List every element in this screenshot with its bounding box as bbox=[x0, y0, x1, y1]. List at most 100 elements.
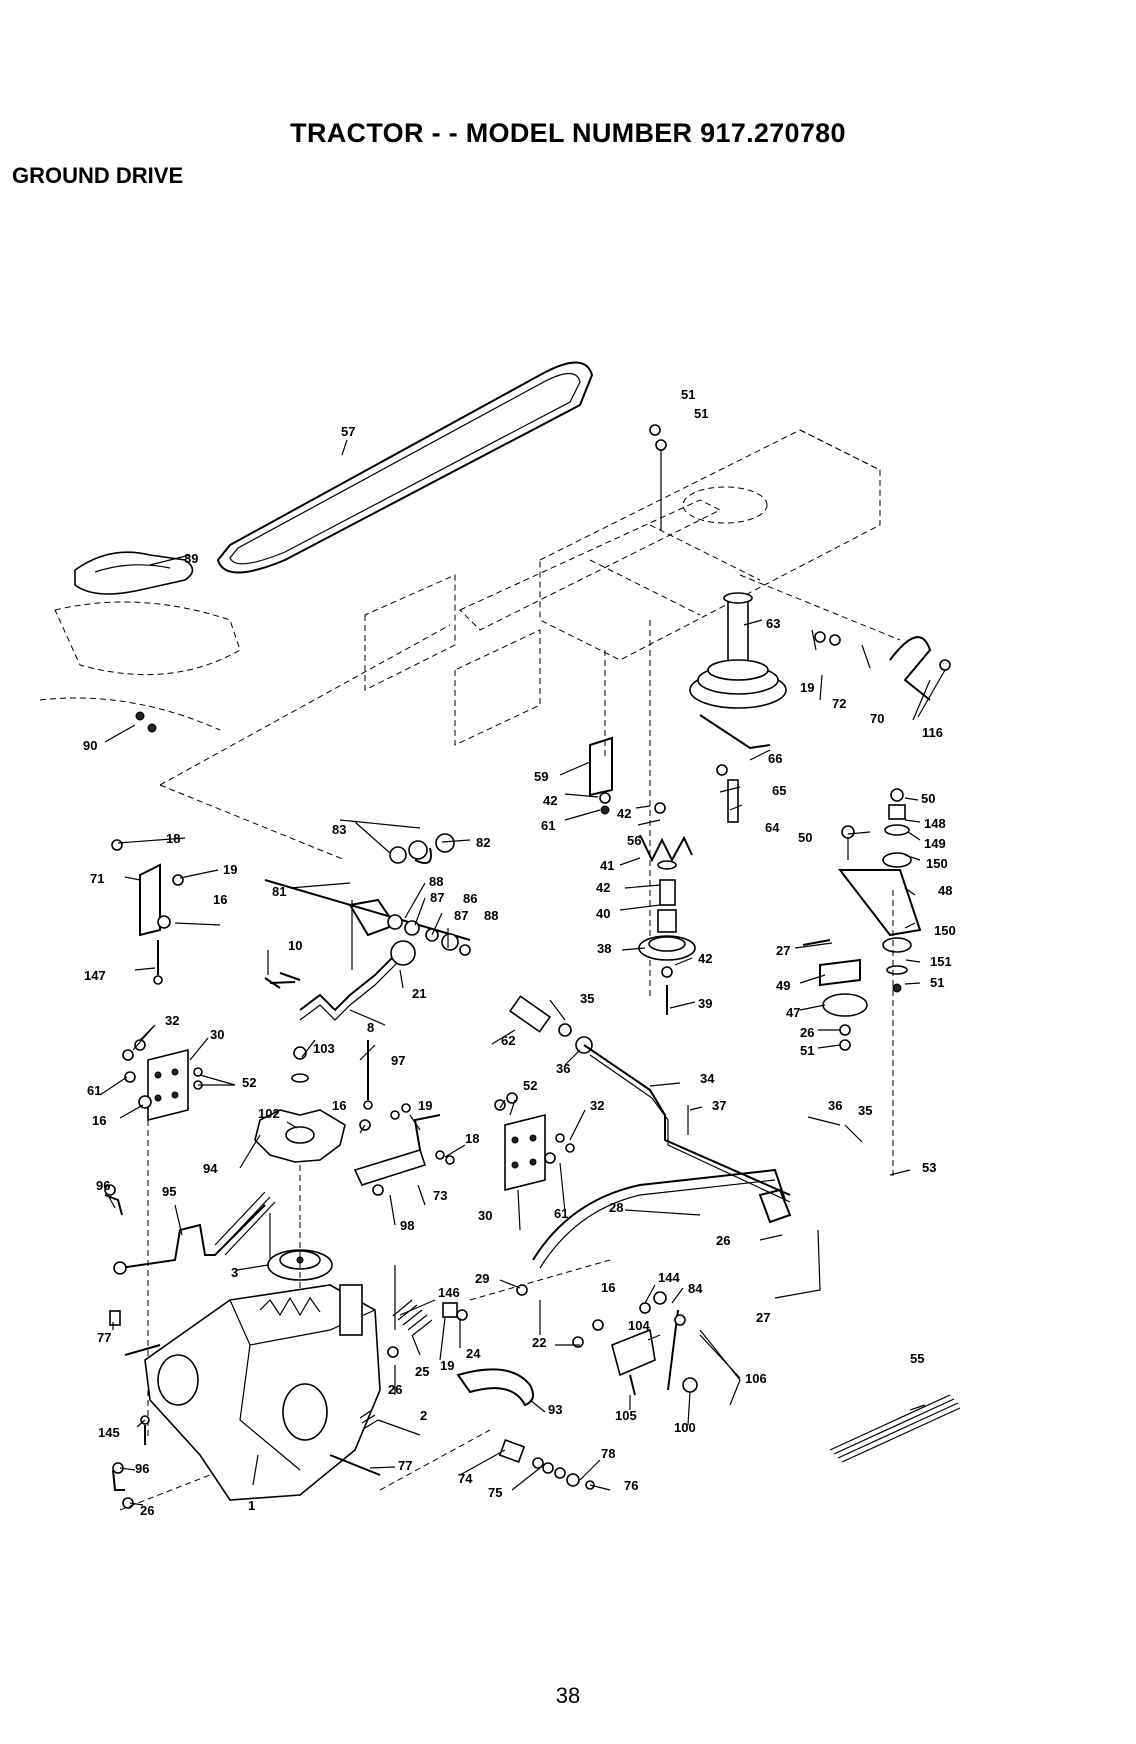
callout-86: 86 bbox=[463, 891, 477, 906]
tractor-frame bbox=[159, 429, 901, 861]
callout-36: 36 bbox=[828, 1098, 842, 1113]
callout-35: 35 bbox=[580, 991, 594, 1006]
callout-39: 39 bbox=[698, 996, 712, 1011]
callout-88: 88 bbox=[429, 874, 443, 889]
left-brake-bracket bbox=[111, 839, 184, 985]
callout-96: 96 bbox=[96, 1178, 110, 1193]
callout-19: 19 bbox=[800, 680, 814, 695]
callout-1: 1 bbox=[248, 1498, 255, 1513]
callout-38: 38 bbox=[597, 941, 611, 956]
callout-96: 96 bbox=[135, 1461, 149, 1476]
callout-98: 98 bbox=[400, 1218, 414, 1233]
callout-50: 50 bbox=[921, 791, 935, 806]
page-number: 38 bbox=[555, 1683, 581, 1708]
right-mount-plate bbox=[494, 1092, 575, 1192]
callout-97: 97 bbox=[391, 1053, 405, 1068]
callout-148: 148 bbox=[924, 816, 946, 831]
callout-87: 87 bbox=[454, 908, 468, 923]
callout-105: 105 bbox=[615, 1408, 637, 1423]
callout-81: 81 bbox=[272, 884, 286, 899]
callout-30: 30 bbox=[210, 1027, 224, 1042]
callout-2: 2 bbox=[420, 1408, 427, 1423]
engine-pulley-assembly bbox=[604, 424, 787, 1000]
return-spring bbox=[829, 1394, 961, 1463]
callout-77: 77 bbox=[97, 1330, 111, 1345]
callout-147: 147 bbox=[84, 968, 106, 983]
callout-18: 18 bbox=[465, 1131, 479, 1146]
callout-19: 19 bbox=[418, 1098, 432, 1113]
callout-26: 26 bbox=[800, 1025, 814, 1040]
callout-8: 8 bbox=[367, 1020, 374, 1035]
callout-76: 76 bbox=[624, 1478, 638, 1493]
callout-40: 40 bbox=[596, 906, 610, 921]
callout-61: 61 bbox=[554, 1206, 568, 1221]
callout-59: 59 bbox=[534, 769, 548, 784]
callout-62: 62 bbox=[501, 1033, 515, 1048]
drive-belt bbox=[216, 361, 594, 574]
callout-100: 100 bbox=[674, 1420, 696, 1435]
callout-149: 149 bbox=[924, 836, 946, 851]
callout-42: 42 bbox=[617, 806, 631, 821]
callout-55: 55 bbox=[910, 1351, 924, 1366]
callout-51: 51 bbox=[681, 387, 695, 402]
callout-51: 51 bbox=[694, 406, 708, 421]
callout-104: 104 bbox=[628, 1318, 650, 1333]
callout-21: 21 bbox=[412, 986, 426, 1001]
callout-106: 106 bbox=[745, 1371, 767, 1386]
axle-hardware bbox=[109, 1310, 211, 1511]
callout-26: 26 bbox=[140, 1503, 154, 1518]
callout-95: 95 bbox=[162, 1184, 176, 1199]
callout-57: 57 bbox=[341, 424, 355, 439]
bottom-shaft-parts bbox=[379, 1429, 595, 1491]
callout-34: 34 bbox=[700, 1071, 715, 1086]
callout-56: 56 bbox=[627, 833, 641, 848]
callout-64: 64 bbox=[765, 820, 780, 835]
callout-24: 24 bbox=[466, 1346, 481, 1361]
callout-32: 32 bbox=[590, 1098, 604, 1113]
callout-30: 30 bbox=[478, 1208, 492, 1223]
shift-lever bbox=[264, 900, 416, 1021]
callout-65: 65 bbox=[772, 783, 786, 798]
callout-labels: 57 51 51 89 90 63 19 72 70 116 59 42 61 … bbox=[83, 387, 956, 1518]
clutch-bracket bbox=[353, 1040, 455, 1196]
callout-52: 52 bbox=[523, 1078, 537, 1093]
callout-87: 87 bbox=[430, 890, 444, 905]
callout-75: 75 bbox=[488, 1485, 502, 1500]
callout-61: 61 bbox=[541, 818, 555, 833]
idler-arm-assembly bbox=[802, 631, 951, 1180]
callout-47: 47 bbox=[786, 1005, 800, 1020]
callout-16: 16 bbox=[332, 1098, 346, 1113]
callout-22: 22 bbox=[532, 1335, 546, 1350]
section-title: GROUND DRIVE bbox=[12, 163, 184, 188]
callout-37: 37 bbox=[712, 1098, 726, 1113]
callout-27: 27 bbox=[756, 1310, 770, 1325]
callout-88: 88 bbox=[484, 908, 498, 923]
callout-53: 53 bbox=[922, 1160, 936, 1175]
callout-74: 74 bbox=[458, 1471, 473, 1486]
callout-51: 51 bbox=[800, 1043, 814, 1058]
callout-42: 42 bbox=[596, 880, 610, 895]
idler-pulley-stack bbox=[589, 714, 771, 1015]
callout-19: 19 bbox=[223, 862, 237, 877]
callout-32: 32 bbox=[165, 1013, 179, 1028]
callout-66: 66 bbox=[768, 751, 782, 766]
callout-84: 84 bbox=[688, 1281, 703, 1296]
callout-145: 145 bbox=[98, 1425, 120, 1440]
callout-94: 94 bbox=[203, 1161, 218, 1176]
callout-35: 35 bbox=[858, 1103, 872, 1118]
callout-89: 89 bbox=[184, 551, 198, 566]
callout-82: 82 bbox=[476, 835, 490, 850]
callout-49: 49 bbox=[776, 978, 790, 993]
callout-48: 48 bbox=[938, 883, 952, 898]
callout-78: 78 bbox=[601, 1446, 615, 1461]
fender-seat-area bbox=[39, 551, 241, 733]
callout-16: 16 bbox=[213, 892, 227, 907]
callout-28: 28 bbox=[609, 1200, 623, 1215]
callout-18: 18 bbox=[166, 831, 180, 846]
callout-50: 50 bbox=[798, 830, 812, 845]
leader-lines bbox=[99, 439, 946, 1506]
callout-16: 16 bbox=[601, 1280, 615, 1295]
callout-151: 151 bbox=[930, 954, 952, 969]
transaxle-housing bbox=[124, 1222, 381, 1501]
